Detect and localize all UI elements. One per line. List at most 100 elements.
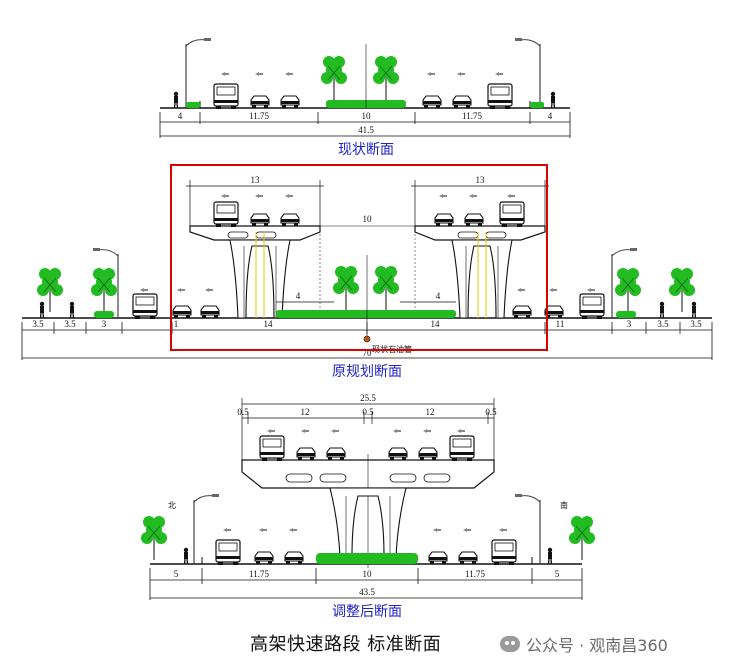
car-icon (284, 551, 304, 565)
lane-arrow-icon (331, 429, 339, 433)
car-icon (422, 95, 442, 109)
dim-label: 0.5 (237, 407, 249, 417)
street-lamp-icon (514, 37, 541, 109)
car-icon (296, 447, 316, 461)
car-icon (388, 447, 408, 461)
dim-label: 11.75 (465, 569, 485, 579)
lane-arrow-icon (439, 194, 447, 198)
lane-arrow-icon (463, 528, 471, 532)
lane-arrow-icon (549, 288, 557, 292)
lane-arrow-icon (457, 72, 465, 76)
dim-label: 11 (556, 319, 565, 329)
pedestrian-icon (547, 547, 553, 565)
dim-label: 4 (548, 111, 553, 121)
car-icon (458, 551, 478, 565)
dim-label: 13 (251, 175, 261, 185)
section-existing: 4 11.75 10 11.75 4 41.5 现状断面 (159, 37, 571, 158)
pedestrian-icon (173, 91, 179, 109)
top-total-label: 25.5 (360, 393, 376, 403)
lane-arrow-icon (457, 429, 465, 433)
bus-icon (487, 83, 513, 110)
street-lamp-icon (514, 493, 541, 565)
dim-label: 10 (362, 111, 372, 121)
tree-icon (320, 55, 348, 101)
median-label: 4 (296, 291, 301, 301)
pedestrian-icon (659, 301, 665, 319)
lane-arrow-icon (221, 194, 229, 198)
car-icon (418, 447, 438, 461)
car-icon (326, 447, 346, 461)
tree-icon (332, 265, 360, 311)
lane-arrow-icon (259, 528, 267, 532)
watermark: 公众号 · 观南昌360 (500, 632, 668, 656)
dim-label: 4 (178, 111, 183, 121)
street-lamp-icon (193, 493, 220, 565)
bus-icon (499, 201, 525, 228)
bus-icon (215, 539, 241, 566)
lane-arrow-icon (587, 288, 595, 292)
caption-original: 原规划断面 (332, 364, 402, 380)
dim-label: 11.75 (249, 111, 269, 121)
section-adjusted: 25.5 0.5 12 0.5 12 0.5 (140, 393, 596, 620)
dim-label: 14 (431, 319, 441, 329)
car-icon (250, 213, 270, 227)
dim-label: 11.75 (249, 569, 269, 579)
pipe-icon (363, 335, 371, 343)
car-icon (280, 95, 300, 109)
car-icon (280, 213, 300, 227)
dim-label: 10 (363, 569, 373, 579)
watermark-text: 公众号 · 观南昌360 (526, 636, 668, 655)
dim-label: 3.5 (657, 319, 669, 329)
lane-arrow-icon (177, 288, 185, 292)
lane-arrow-icon (393, 429, 401, 433)
shrub (94, 311, 114, 318)
car-icon (512, 305, 532, 319)
shrub (530, 102, 544, 108)
lane-arrow-icon (499, 528, 507, 532)
shrub (186, 102, 200, 108)
section-original: 13 13 10 4 4 现状石油管 (21, 164, 713, 380)
dim-label: 1 (174, 319, 179, 329)
bus-icon (213, 201, 239, 228)
total-width-label: 43.5 (359, 587, 375, 597)
tree-icon (372, 55, 400, 101)
caption-adjusted: 调整后断面 (332, 604, 402, 620)
gap-label: 10 (363, 214, 373, 224)
lane-arrow-icon (289, 528, 297, 532)
car-icon (250, 95, 270, 109)
highlight-frame (170, 164, 548, 351)
figure-title: 高架快速路段 标准断面 (250, 634, 442, 655)
dim-label: 3 (627, 319, 632, 329)
lane-arrow-icon (255, 72, 263, 76)
dim-label: 5 (555, 569, 560, 579)
dim-label: 0.5 (485, 407, 497, 417)
car-icon (428, 551, 448, 565)
bus-icon (213, 83, 239, 110)
dim-label: 3 (102, 319, 107, 329)
car-icon (464, 213, 484, 227)
south-label: 南 (560, 500, 568, 510)
lane-arrow-icon (285, 72, 293, 76)
dim-label: 5 (174, 569, 179, 579)
pedestrian-icon (691, 301, 697, 319)
tree-icon (90, 267, 118, 313)
pedestrian-icon (69, 301, 75, 319)
tree-icon (372, 265, 400, 311)
lane-arrow-icon (495, 72, 503, 76)
bus-icon (491, 539, 517, 566)
shrub (616, 311, 636, 318)
lane-arrow-icon (205, 288, 213, 292)
car-icon (452, 95, 472, 109)
street-lamp-icon (185, 37, 212, 109)
lane-arrow-icon (285, 194, 293, 198)
wechat-icon (500, 636, 520, 652)
dim-label: 11.75 (462, 111, 482, 121)
lane-arrow-icon (267, 429, 275, 433)
dim-label: 12 (426, 407, 435, 417)
dim-label: 0.5 (362, 407, 374, 417)
total-width-label: 70 (363, 348, 373, 358)
lane-arrow-icon (140, 288, 148, 292)
median-hedge (276, 310, 456, 318)
median-label: 4 (436, 291, 441, 301)
tree-icon (614, 267, 642, 313)
